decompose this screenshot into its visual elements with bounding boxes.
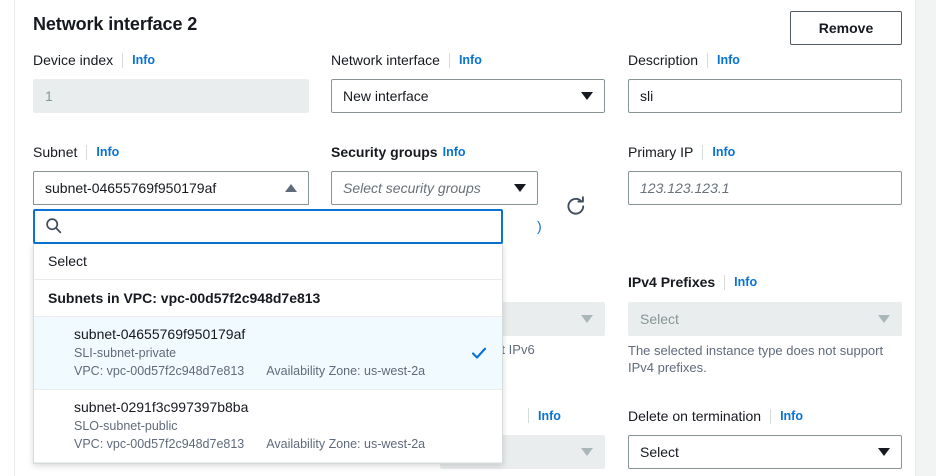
subnet-dropdown: Select Subnets in VPC: vpc-00d57f2c948d7… <box>33 209 503 464</box>
remove-button[interactable]: Remove <box>790 11 902 45</box>
ipv4-prefixes-label-row: IPv4 Prefixes Info <box>628 274 757 290</box>
delete-on-termination-placeholder: Select <box>640 444 679 460</box>
subnet-item-id: subnet-0291f3c997397b8ba <box>74 399 249 415</box>
delete-on-termination-select[interactable]: Select <box>628 435 902 469</box>
network-interface-value: New interface <box>343 88 429 104</box>
chevron-up-icon <box>285 184 297 192</box>
description-value: sli <box>640 88 654 104</box>
delete-on-termination-label-row: Delete on termination Info <box>628 408 803 424</box>
subnet-dropdown-list: Select Subnets in VPC: vpc-00d57f2c948d7… <box>33 244 503 464</box>
ipv4-prefixes-placeholder: Select <box>640 311 679 327</box>
security-groups-label: Security groups <box>331 144 438 160</box>
subnet-list-item[interactable]: subnet-0291f3c997397b8ba SLO-subnet-publ… <box>34 390 502 463</box>
ipv4-prefixes-info-link[interactable]: Info <box>734 275 758 289</box>
chevron-down-icon <box>878 315 890 323</box>
subnet-item-meta: VPC: vpc-00d57f2c948d7e813 Availability … <box>74 435 462 453</box>
description-label-row: Description Info <box>628 52 740 68</box>
primary-ip-label: Primary IP <box>628 144 694 160</box>
security-group-link-fragment[interactable]: ) <box>537 218 542 234</box>
label-divider <box>707 52 709 68</box>
subnet-item-id: subnet-04655769f950179af <box>74 326 246 342</box>
check-icon <box>470 344 488 362</box>
subnet-label: Subnet <box>33 144 78 160</box>
subnet-item-az: Availability Zone: us-west-2a <box>266 437 426 451</box>
device-index-info-link[interactable]: Info <box>132 53 156 67</box>
subnet-group-header: Subnets in VPC: vpc-00d57f2c948d7e813 <box>34 280 502 317</box>
delete-on-termination-label: Delete on termination <box>628 408 762 424</box>
label-divider <box>448 52 450 68</box>
page-title: Network interface 2 <box>33 14 198 34</box>
ipv4-prefixes-help-text: The selected instance type does not supp… <box>628 343 884 375</box>
label-divider <box>86 144 88 160</box>
network-interface-info-link[interactable]: Info <box>458 53 482 67</box>
network-interface-select[interactable]: New interface <box>331 79 605 113</box>
label-divider <box>702 144 704 160</box>
subnet-list-item[interactable]: subnet-04655769f950179af SLI-subnet-priv… <box>34 317 502 390</box>
subnet-item-az: Availability Zone: us-west-2a <box>266 364 426 378</box>
subnet-label-row: Subnet Info <box>33 144 119 160</box>
subnet-item-vpc: VPC: vpc-00d57f2c948d7e813 <box>74 437 245 451</box>
description-label: Description <box>628 52 699 68</box>
chevron-down-icon <box>581 448 593 456</box>
primary-ip-placeholder: 123.123.123.1 <box>640 180 730 196</box>
occluded-info-link[interactable]: Info <box>538 408 561 423</box>
security-groups-info-link[interactable]: Info <box>442 145 466 159</box>
network-interface-label: Network interface <box>331 52 440 68</box>
subnet-value: subnet-04655769f950179af <box>45 180 217 196</box>
subnet-item-name: SLO-subnet-public <box>74 419 178 433</box>
device-index-label-row: Device index Info <box>33 52 155 68</box>
panel-left-divider <box>14 0 15 476</box>
description-info-link[interactable]: Info <box>717 53 740 67</box>
description-input[interactable]: sli <box>628 79 902 113</box>
chevron-down-icon <box>581 315 593 323</box>
primary-ip-info-link[interactable]: Info <box>712 145 736 159</box>
subnet-item-vpc: VPC: vpc-00d57f2c948d7e813 <box>74 364 245 378</box>
chevron-down-icon <box>581 92 593 100</box>
chevron-down-icon <box>878 448 890 456</box>
ipv4-prefixes-select: Select <box>628 302 902 336</box>
subnet-item-name: SLI-subnet-private <box>74 346 177 360</box>
label-divider <box>528 408 529 423</box>
refresh-icon[interactable] <box>564 194 588 218</box>
primary-ip-input[interactable]: 123.123.123.1 <box>628 171 902 205</box>
security-groups-label-row: Security groups Info <box>331 144 466 160</box>
primary-ip-label-row: Primary IP Info <box>628 144 735 160</box>
ipv4-prefixes-label: IPv4 Prefixes <box>628 274 716 290</box>
security-groups-placeholder: Select security groups <box>343 180 481 196</box>
search-icon <box>45 217 62 237</box>
device-index-label: Device index <box>33 52 114 68</box>
delete-on-termination-info-link[interactable]: Info <box>780 409 803 423</box>
security-groups-select[interactable]: Select security groups <box>331 171 538 205</box>
label-divider <box>724 274 726 290</box>
network-interface-label-row: Network interface Info <box>331 52 482 68</box>
chevron-down-icon <box>514 184 526 192</box>
label-divider <box>770 408 772 424</box>
subnet-info-link[interactable]: Info <box>96 145 120 159</box>
subnet-option-select[interactable]: Select <box>34 244 502 280</box>
page-right-gutter <box>916 0 936 476</box>
subnet-search-input[interactable] <box>70 216 491 237</box>
device-index-value: 1 <box>45 88 53 104</box>
occluded-info-label-row: Info <box>519 408 561 423</box>
subnet-item-meta: VPC: vpc-00d57f2c948d7e813 Availability … <box>74 362 462 380</box>
panel-right-divider <box>915 0 916 476</box>
subnet-select[interactable]: subnet-04655769f950179af <box>33 171 309 205</box>
label-divider <box>122 52 124 68</box>
subnet-dropdown-search[interactable] <box>33 209 503 244</box>
device-index-input: 1 <box>33 79 309 113</box>
